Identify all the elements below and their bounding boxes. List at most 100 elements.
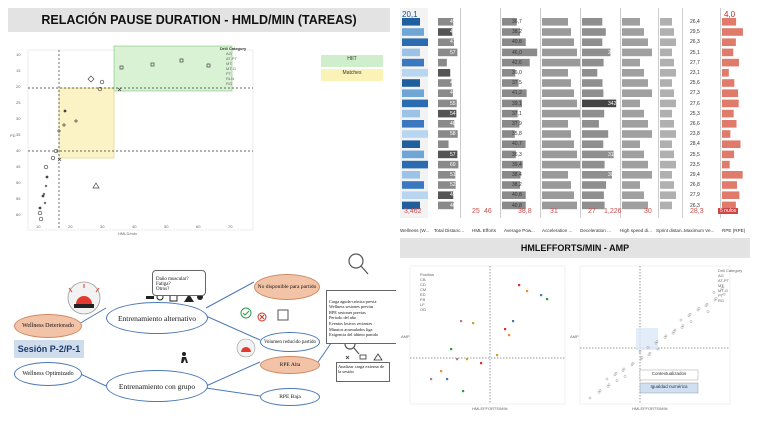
col-header[interactable]: HML Efforts [472, 228, 496, 233]
avg-power-value: 37,5 [512, 80, 522, 87]
total-distance-value: 57 [450, 49, 456, 56]
row-bar [402, 99, 428, 108]
y-tick: 60 [16, 212, 21, 217]
row-bar [542, 58, 580, 67]
row-bar [502, 150, 516, 159]
row-bar [402, 79, 420, 87]
row-bar [622, 58, 640, 67]
col-header[interactable]: Average Pow... [504, 228, 535, 233]
rpe-low-node[interactable]: RPE Baja [260, 388, 320, 406]
legend-item: MT [718, 283, 724, 288]
col-header[interactable]: RPE (RPE) [722, 228, 746, 233]
row-bar [402, 109, 420, 118]
hml-right-point [606, 385, 610, 388]
y-tick: 30 [16, 116, 21, 121]
avg-power-value: 38,2 [512, 29, 522, 36]
total-distance-value: 57 [450, 151, 456, 158]
row-bar [660, 58, 674, 67]
hml-point [512, 320, 515, 323]
scatter-x-ticks: 10 20 30 40 50 60 70 [28, 224, 253, 230]
total-distance-value: 58 [450, 131, 456, 138]
hml-panel: HMLEFFORTS/MIN - AMP HMLEFFORTS/MIN AMP … [400, 238, 750, 416]
avg-power-value: 39,1 [512, 100, 522, 107]
hml-right-point [713, 298, 717, 302]
avg-power-value: 40,8 [512, 39, 522, 46]
row-bar [542, 160, 580, 169]
row-bar [582, 109, 605, 118]
col-header[interactable]: Sprint distan... [656, 228, 686, 233]
avg-power-value: 36,0 [512, 70, 522, 76]
row-bar [660, 99, 676, 108]
max-velocity-value: 27,7 [690, 59, 700, 66]
col-header[interactable]: Total Distanc... [434, 228, 465, 233]
wellness-good-node[interactable]: Wellness Optimizado [14, 362, 82, 386]
row-bar [660, 171, 672, 179]
hml-point [440, 370, 443, 373]
scatter-title: RELACIÓN PAUSE DURATION - HMLD/MIN (TARE… [8, 8, 390, 32]
row-bar [402, 89, 424, 97]
row-bar [402, 18, 420, 26]
row-bar [722, 140, 741, 148]
deceleration-value: 213 [608, 141, 617, 148]
row-bar [502, 48, 538, 57]
row-bar [502, 18, 517, 26]
rpe-top: 4,0 [724, 10, 736, 19]
col-header[interactable]: Maximum Ve... [684, 228, 715, 233]
row-bar [582, 79, 603, 87]
flow-panel: Sesión P-2/P-1 Wellness Deteriorado Well… [6, 246, 396, 418]
row-bar [502, 99, 523, 108]
col-header[interactable]: High speed di... [620, 228, 652, 233]
row-bar [402, 48, 420, 57]
max-velocity-value: 23,1 [690, 70, 700, 76]
matches-label: Matches [342, 70, 362, 76]
hml-right-point [663, 336, 667, 339]
wellness-bad-node[interactable]: Wellness Deteriorado [14, 314, 82, 338]
hml-right-point [712, 291, 716, 294]
row-bar [542, 89, 574, 97]
rpe-low-label: RPE Baja [279, 394, 301, 400]
row-bar [402, 38, 428, 46]
x-tick: 30 [100, 224, 105, 229]
max-velocity-value: 25,3 [690, 110, 700, 117]
footer-rpe: 5 nulos [718, 208, 739, 214]
row-bar [402, 201, 420, 210]
footer-total-a: 25 [472, 208, 480, 215]
row-bar [502, 58, 530, 67]
max-velocity-value: 26,4 [690, 19, 700, 25]
row-bar [622, 38, 648, 46]
col-header[interactable]: Acceleration ... [542, 228, 573, 233]
deceleration-value: 214 [608, 90, 617, 97]
not-available-node[interactable]: No disponible para partido [254, 274, 320, 300]
avg-power-value: 38,2 [512, 182, 522, 189]
avg-power-value: 37,1 [512, 110, 522, 117]
reduced-volume-node[interactable]: Volumen reducido partido [260, 332, 320, 352]
scatter-ylabel: PD [10, 133, 16, 138]
alt-training-node[interactable]: Entrenamiento alternativo [106, 302, 208, 334]
hml-point [496, 354, 499, 357]
questions-text: Daño muscular? Fatiga? Otros? [156, 277, 189, 292]
y-tick: 50 [16, 180, 21, 185]
col-header[interactable]: Deceleration ... [580, 228, 611, 233]
hml-left-legend: Position CB CD CM ED FB LF OD [420, 272, 434, 312]
hml-right-point [647, 353, 651, 357]
max-velocity-value: 27,3 [690, 90, 700, 97]
rpe-high-node[interactable]: RPE Alta [260, 356, 320, 374]
row-bar [582, 120, 599, 128]
group-training-node[interactable]: Entrenamiento con grupo [106, 370, 208, 402]
row-bar [542, 109, 580, 118]
col-header[interactable]: Wellness (W... [400, 228, 430, 233]
avg-power-value: 35,8 [512, 131, 522, 138]
hml-title: HMLEFFORTS/MIN - AMP [400, 238, 750, 258]
row-bar [502, 89, 527, 97]
row-bar [402, 120, 424, 128]
row-bar [542, 201, 577, 210]
flow-connectors [67, 253, 383, 397]
avg-power-value: 40,8 [512, 202, 522, 209]
row-bar [660, 109, 672, 118]
max-velocity-value: 28,4 [690, 141, 700, 148]
legend-item: RG [718, 298, 724, 303]
avg-power-value: 37,9 [512, 121, 522, 127]
row-bar [502, 201, 526, 210]
metrics-bars [400, 8, 743, 218]
footer-max-velocity: 28,3 [690, 208, 704, 215]
